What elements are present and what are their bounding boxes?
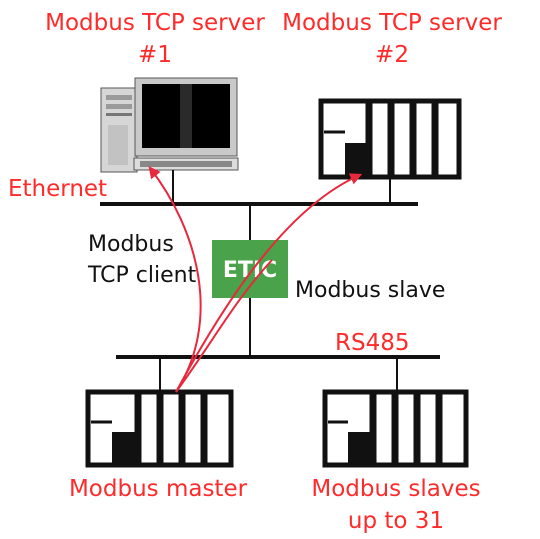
plc-slaves-icon [322,389,469,468]
rs485-label: RS485 [335,330,409,356]
rs485-bus [116,298,440,392]
slaves-label-line1: Modbus slaves [311,476,480,502]
modbus-slave-label: Modbus slave [295,278,445,303]
master-label: Modbus master [69,476,248,502]
server2-label-line1: Modbus TCP server [282,10,502,36]
server1-label-line2: #1 [138,42,172,68]
tcp-client-label-line1: Modbus [88,232,174,257]
arrow-master-to-server1 [148,166,202,393]
ethernet-label: Ethernet [8,176,107,202]
tcp-client-label-line2: TCP client [87,263,197,288]
etic-label: ETIC [223,258,277,283]
pc-server-icon [100,77,239,173]
plc-server2-icon [318,98,462,180]
server2-label-line2: #2 [375,42,409,68]
ethernet-bus [100,170,418,240]
etic-module: ETIC [212,240,288,298]
slaves-label-line2: up to 31 [348,508,444,534]
server1-label-line1: Modbus TCP server [45,10,265,36]
arrow-master-to-etic [175,259,273,393]
arrow-master-to-server2 [175,173,363,393]
plc-master-icon [85,389,234,468]
